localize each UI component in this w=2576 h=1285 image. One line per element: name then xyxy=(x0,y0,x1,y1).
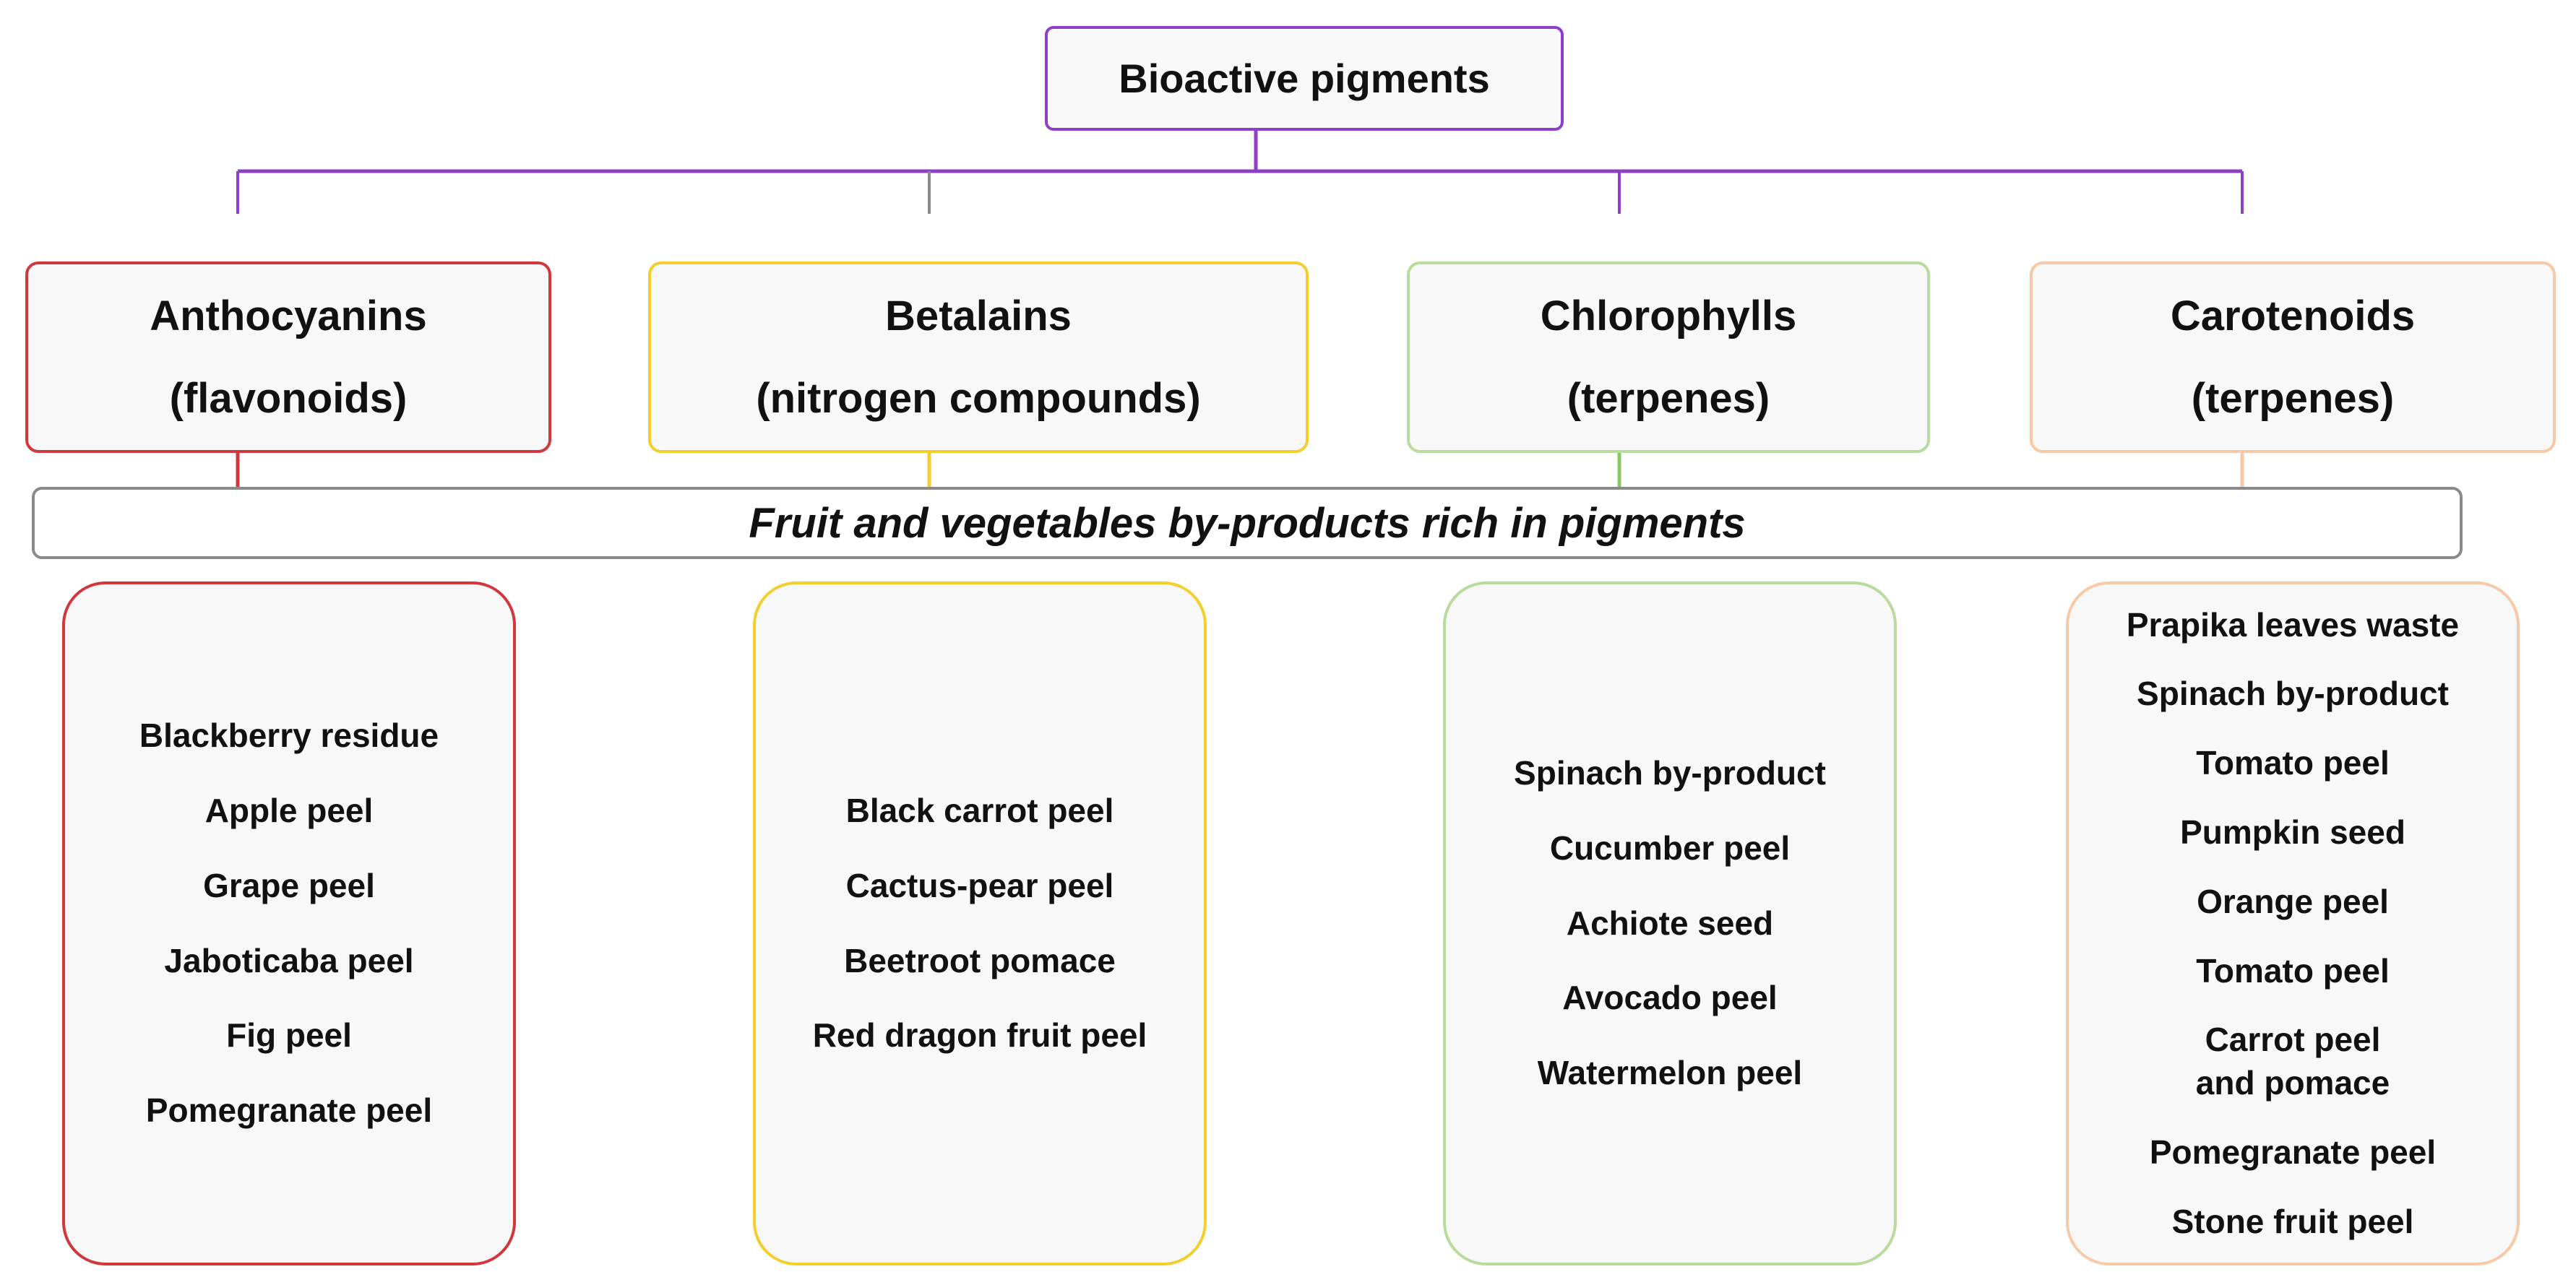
list-item: Tomato peel xyxy=(2196,951,2390,990)
list-item: Red dragon fruit peel xyxy=(812,1016,1147,1055)
byproducts-banner: Fruit and vegetables by-products rich in… xyxy=(32,487,2463,559)
category-carotenoids: Carotenoids (terpenes) xyxy=(2030,261,2556,453)
root-node: Bioactive pigments xyxy=(1045,26,1564,131)
list-item: Spinach by-product xyxy=(2137,675,2449,713)
list-item: Black carrot peel xyxy=(845,791,1114,829)
category-chlorophylls: Chlorophylls (terpenes) xyxy=(1407,261,1930,453)
list-item: Cucumber peel xyxy=(1549,828,1791,867)
list-item: Watermelon peel xyxy=(1537,1054,1803,1092)
list-item: Avocado peel xyxy=(1562,979,1778,1017)
list-item: Carrot peel and pomace xyxy=(2195,1021,2390,1102)
category-class: (flavonoids) xyxy=(169,374,408,422)
category-class: (nitrogen compounds) xyxy=(756,374,1201,422)
list-item: Fig peel xyxy=(226,1016,352,1055)
list-item: Spinach by-product xyxy=(1514,754,1826,792)
category-class: (terpenes) xyxy=(2191,374,2395,422)
list-item: Pomegranate peel xyxy=(2149,1133,2437,1171)
category-name: Anthocyanins xyxy=(150,293,427,340)
category-name: Chlorophylls xyxy=(1540,293,1797,340)
root-label: Bioactive pigments xyxy=(1119,56,1490,101)
list-item: Grape peel xyxy=(203,866,375,904)
list-item: Blackberry residue xyxy=(139,717,439,755)
list-chlorophylls: Spinach by-product Cucumber peel Achiote… xyxy=(1443,581,1897,1265)
category-name: Carotenoids xyxy=(2170,293,2416,340)
list-item: Pumpkin seed xyxy=(2180,813,2405,851)
list-item: Beetroot pomace xyxy=(844,941,1116,979)
list-item: Cactus-pear peel xyxy=(845,866,1114,904)
list-anthocyanins: Blackberry residue Apple peel Grape peel… xyxy=(62,581,516,1265)
category-betalains: Betalains (nitrogen compounds) xyxy=(648,261,1309,453)
list-item: Tomato peel xyxy=(2196,744,2390,782)
list-item: Pomegranate peel xyxy=(145,1091,433,1130)
list-item: Achiote seed xyxy=(1566,904,1774,942)
list-item: Jaboticaba peel xyxy=(164,941,414,979)
category-name: Betalains xyxy=(885,293,1072,340)
list-item: Apple peel xyxy=(204,791,374,829)
banner-label: Fruit and vegetables by-products rich in… xyxy=(749,499,1746,547)
category-anthocyanins: Anthocyanins (flavonoids) xyxy=(25,261,551,453)
list-betalains: Black carrot peel Cactus-pear peel Beetr… xyxy=(753,581,1207,1265)
list-item: Stone fruit peel xyxy=(2171,1202,2414,1240)
category-class: (terpenes) xyxy=(1567,374,1770,422)
list-item: Orange peel xyxy=(2197,882,2389,920)
list-item: Prapika leaves waste xyxy=(2126,605,2460,644)
list-carotenoids: Prapika leaves waste Spinach by-product … xyxy=(2066,581,2520,1265)
